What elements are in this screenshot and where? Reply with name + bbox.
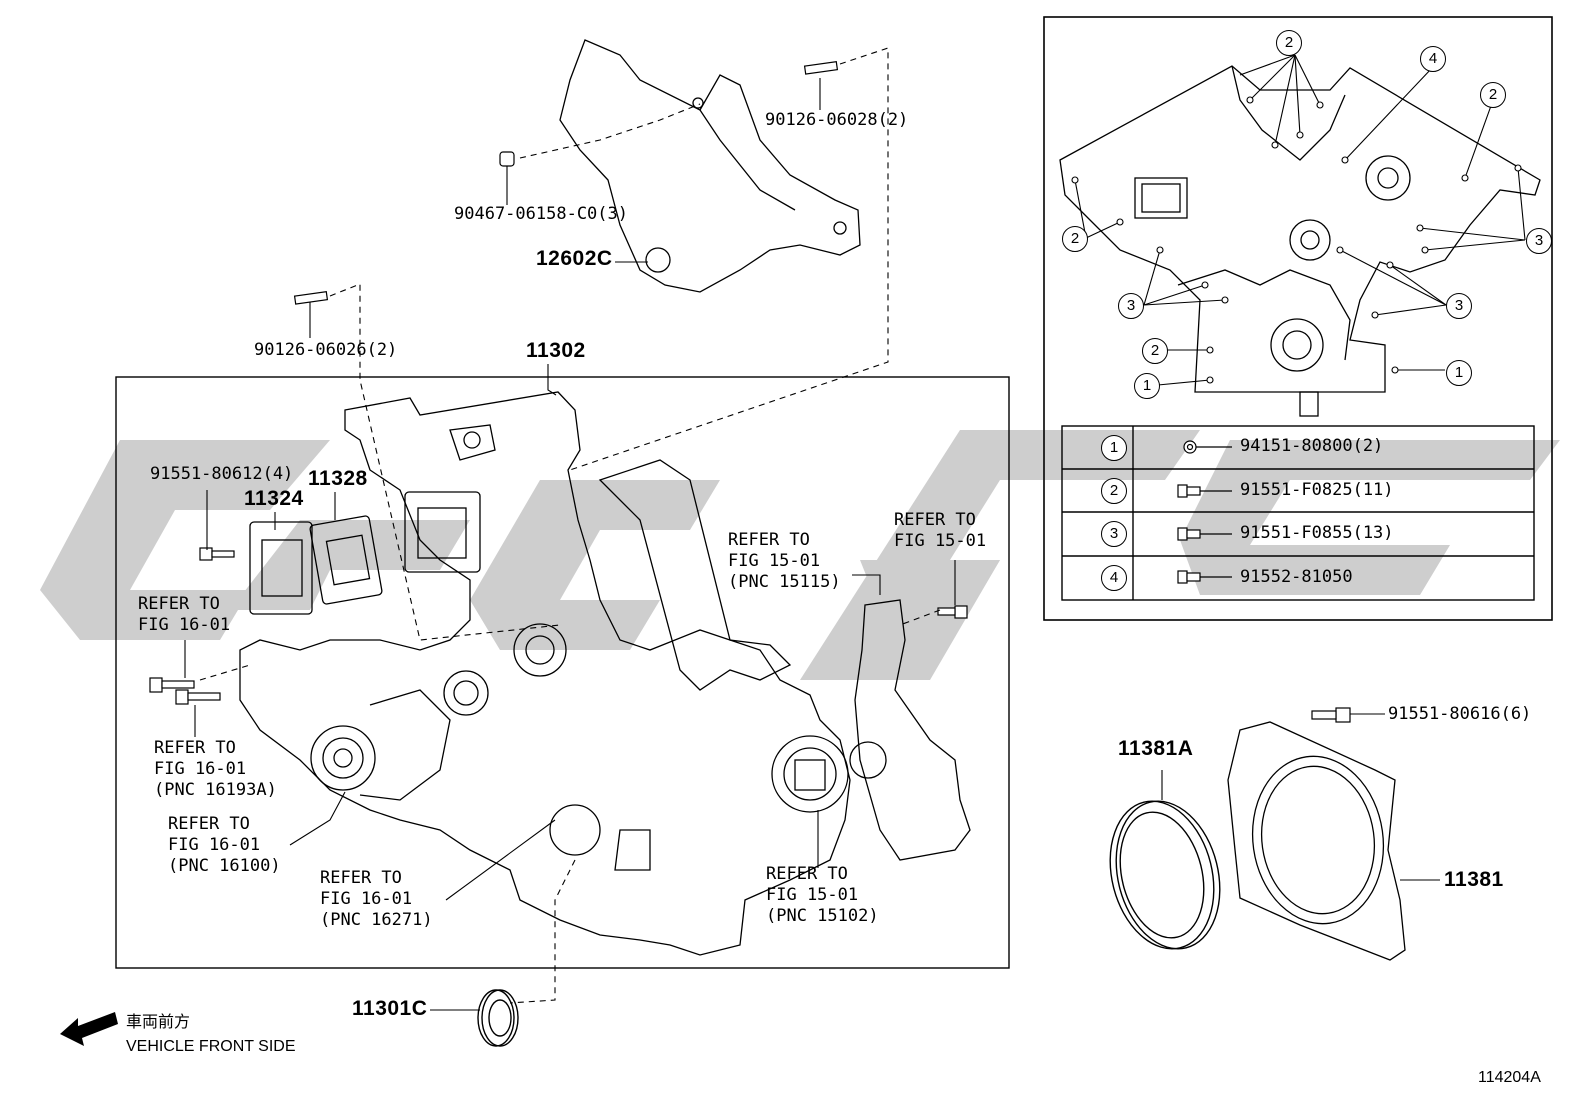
ref-line: REFER TO	[138, 594, 220, 614]
label-91551-80616[interactable]: 91551-80616(6)	[1388, 704, 1532, 724]
label-11301C[interactable]: 11301C	[352, 997, 428, 1020]
label-11302[interactable]: 11302	[526, 339, 586, 362]
inset-callout: 2	[1480, 82, 1506, 108]
fasteners	[149, 60, 1351, 723]
ref-line: REFER TO	[168, 814, 250, 834]
rear-oil-seal-drawing	[1109, 800, 1221, 950]
ref-line: REFER TO	[766, 864, 848, 884]
table-bolt-icons	[1177, 440, 1232, 584]
table-key: 4	[1101, 565, 1127, 591]
upper-cover-drawing	[559, 39, 861, 293]
label-90126-06028[interactable]: 90126-06028(2)	[765, 110, 909, 130]
ref-line: REFER TO	[728, 530, 810, 550]
ref-line: (PNC 15115)	[728, 572, 841, 592]
label-90467-06158[interactable]: 90467-06158-C0(3)	[454, 204, 628, 224]
inset-callout: 4	[1420, 46, 1446, 72]
dashed-install-lines	[199, 47, 941, 1004]
front-cover-drawing	[239, 391, 971, 956]
inset-callout: 2	[1062, 226, 1088, 252]
ref-line: FIG 16-01	[138, 615, 231, 635]
label-11381A[interactable]: 11381A	[1118, 737, 1194, 760]
label-91551-80612[interactable]: 91551-80612(4)	[150, 464, 294, 484]
ref-line: (PNC 16193A)	[154, 780, 277, 800]
table-key: 3	[1101, 521, 1127, 547]
ref-line: FIG 15-01	[766, 885, 859, 905]
ref-line: FIG 15-01	[728, 551, 821, 571]
inset-callout: 3	[1118, 293, 1144, 319]
inset-callout: 2	[1276, 30, 1302, 56]
table-key: 2	[1101, 478, 1127, 504]
bolt-table	[1061, 425, 1535, 601]
main-assembly-box	[115, 376, 1010, 969]
table-key: 1	[1101, 435, 1127, 461]
ref-line: (PNC 15102)	[766, 906, 879, 926]
direction-jp: 車両前方	[126, 1014, 191, 1031]
diagram-code: 114204A	[1478, 1069, 1541, 1086]
label-leader-lines	[184, 78, 1440, 1011]
label-90126-06026[interactable]: 90126-06026(2)	[254, 340, 398, 360]
inset-box	[1043, 16, 1553, 621]
ref-line: REFER TO	[320, 868, 402, 888]
inset-callout: 1	[1134, 373, 1160, 399]
inset-cover-drawing	[1059, 65, 1541, 417]
label-11328[interactable]: 11328	[308, 467, 368, 490]
front-oil-seal-drawing	[477, 989, 519, 1047]
inset-callout: 3	[1526, 228, 1552, 254]
inset-bolt-holes	[1071, 96, 1522, 384]
table-part-number[interactable]: 91551-F0855(13)	[1240, 523, 1394, 543]
table-part-number[interactable]: 91551-F0825(11)	[1240, 480, 1394, 500]
table-part-number[interactable]: 94151-80800(2)	[1240, 436, 1384, 456]
rear-retainer-drawing	[1227, 721, 1406, 961]
label-11324[interactable]: 11324	[244, 487, 304, 510]
direction-en: VEHICLE FRONT SIDE	[126, 1038, 296, 1055]
inset-callout: 1	[1446, 360, 1472, 386]
table-part-number[interactable]: 91552-81050	[1240, 567, 1353, 587]
label-12602C[interactable]: 12602C	[536, 247, 613, 270]
inset-leader-lines	[1074, 54, 1526, 386]
ref-line: REFER TO	[894, 510, 976, 530]
ref-line: FIG 16-01	[154, 759, 247, 779]
ref-line: REFER TO	[154, 738, 236, 758]
ref-line: FIG 16-01	[168, 835, 261, 855]
front-arrow-icon	[60, 1012, 118, 1046]
inset-callout: 3	[1446, 293, 1472, 319]
ref-line: (PNC 16271)	[320, 910, 433, 930]
ref-line: FIG 15-01	[894, 531, 987, 551]
ref-line: (PNC 16100)	[168, 856, 281, 876]
ref-line: FIG 16-01	[320, 889, 413, 909]
inset-callout: 2	[1142, 338, 1168, 364]
label-11381[interactable]: 11381	[1444, 868, 1504, 891]
